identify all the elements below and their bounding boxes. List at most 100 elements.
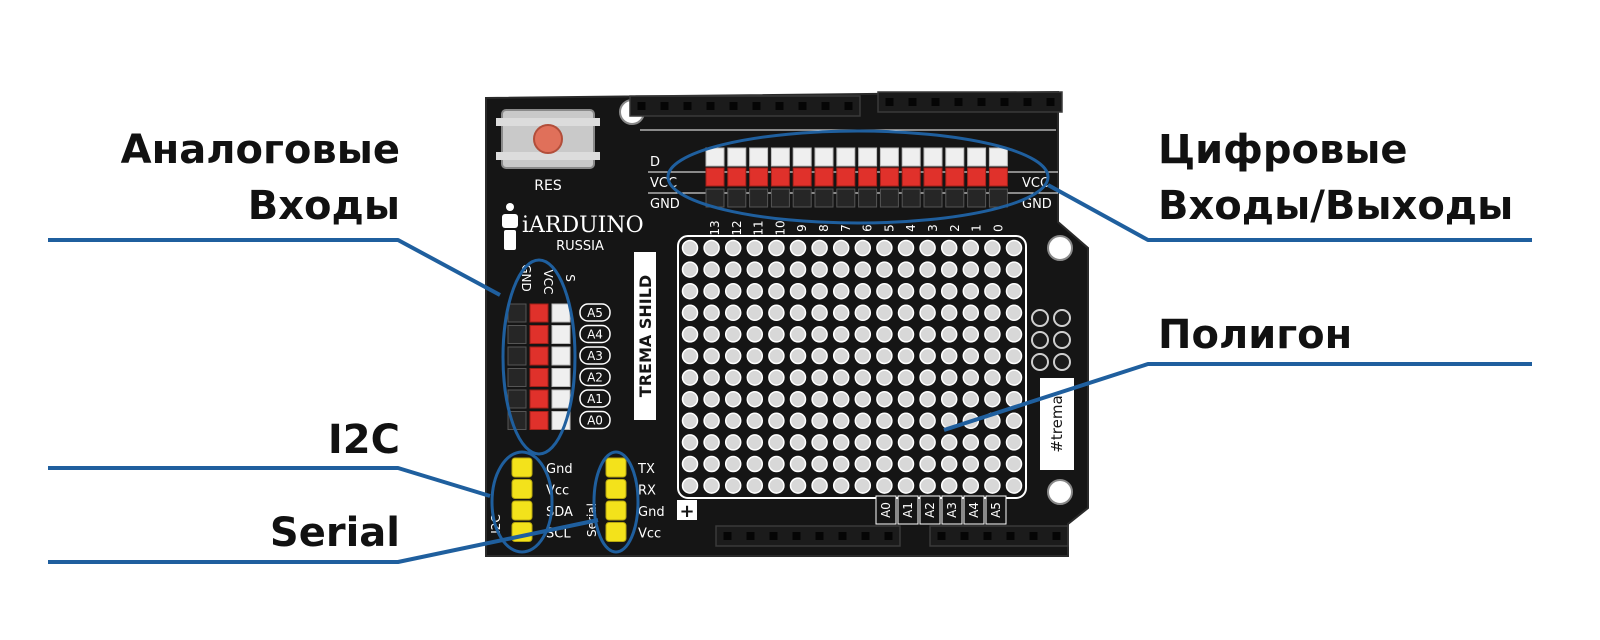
- prototyping-pad: [832, 390, 850, 408]
- prototyping-pad: [919, 477, 936, 494]
- prototyping-pad: [746, 455, 764, 473]
- digital-vcc-pin: [705, 167, 725, 187]
- robot-antenna: [506, 203, 514, 211]
- prototyping-pad: [724, 261, 742, 278]
- prototyping-pad: [832, 347, 850, 365]
- prototyping-pad: [789, 304, 807, 322]
- header-socket: [723, 532, 732, 540]
- digital-vcc-pin: [836, 167, 856, 187]
- prototyping-pad: [962, 455, 980, 473]
- reset-button-cap: [533, 124, 563, 154]
- analog-signal-pin: [551, 389, 571, 409]
- robot-logo-icon: [502, 203, 518, 250]
- digital-gnd-pin: [814, 188, 834, 208]
- prototyping-pad: [919, 369, 936, 386]
- icsp-header: [1031, 309, 1071, 371]
- prototyping-pad: [811, 412, 828, 430]
- prototyping-pad: [854, 455, 872, 473]
- header-socket: [769, 532, 778, 540]
- prototyping-pad: [681, 326, 699, 343]
- digital-pin-label: 7: [839, 224, 853, 232]
- prototyping-pad: [897, 369, 915, 386]
- bottom-header-right: [929, 525, 1069, 547]
- serial-highlight: [592, 450, 640, 554]
- prototyping-pad: [876, 434, 893, 451]
- robot-head: [502, 214, 518, 228]
- prototyping-pad: [724, 477, 742, 494]
- prototyping-pad: [854, 347, 872, 365]
- prototyping-pad: [1005, 455, 1023, 473]
- digital-signal-pin: [814, 147, 834, 167]
- prototyping-pad: [811, 390, 828, 408]
- header-socket: [637, 102, 646, 110]
- proto-analog-pin-label: A5: [989, 502, 1003, 518]
- prototyping-pad: [768, 261, 785, 278]
- prototyping-pad: [724, 239, 742, 257]
- prototyping-pad: [703, 304, 720, 322]
- prototyping-pad: [919, 282, 936, 300]
- prototyping-pad: [876, 390, 893, 408]
- header-socket: [937, 532, 946, 540]
- prototyping-area-label: Полигон: [1158, 312, 1353, 358]
- prototyping-pad: [854, 390, 872, 408]
- reset-button-leg: [496, 152, 600, 160]
- prototyping-pad: [811, 434, 828, 451]
- header-socket: [1029, 532, 1038, 540]
- prototyping-pad: [832, 304, 850, 322]
- header-socket: [861, 532, 870, 540]
- analog-inputs-leader: [48, 238, 501, 297]
- analog-col-signal-label: S: [563, 274, 577, 282]
- icsp-pad: [1053, 331, 1071, 349]
- prototyping-area-leader: [943, 362, 1532, 432]
- analog-pin-label: A4: [587, 328, 603, 342]
- prototyping-pad: [876, 347, 893, 365]
- proto-analog-pin-label: A2: [923, 502, 937, 518]
- prototyping-pad: [876, 326, 893, 343]
- digital-vcc-pin: [727, 167, 747, 187]
- analog-vcc-pin: [529, 303, 549, 323]
- prototyping-pad: [984, 304, 1001, 322]
- prototyping-pad: [897, 477, 915, 494]
- prototyping-pad: [811, 347, 828, 365]
- i2c-highlight: [490, 450, 554, 554]
- proto-analog-pin-label: A1: [901, 502, 915, 518]
- prototyping-pad: [724, 390, 742, 408]
- reset-button-leg: [496, 118, 600, 126]
- prototyping-pad: [854, 434, 872, 451]
- prototyping-pad: [876, 239, 893, 257]
- prototyping-pad: [876, 282, 893, 300]
- prototyping-pad: [789, 369, 807, 386]
- header-socket: [729, 102, 738, 110]
- prototyping-pad: [703, 239, 720, 257]
- digital-vcc-pin: [967, 167, 987, 187]
- prototyping-pad: [897, 239, 915, 257]
- prototyping-pad: [681, 239, 699, 257]
- proto-analog-pin-box: [985, 495, 1007, 525]
- proto-analog-pin-box: [963, 495, 985, 525]
- prototyping-pad: [897, 434, 915, 451]
- prototyping-grid-border: [677, 235, 1027, 499]
- prototyping-pad: [962, 369, 980, 386]
- prototyping-pad: [876, 412, 893, 430]
- prototyping-pad: [919, 390, 936, 408]
- prototyping-pad: [681, 369, 699, 386]
- prototyping-pad: [962, 282, 980, 300]
- prototyping-pad: [681, 390, 699, 408]
- digital-gnd-pin: [836, 188, 856, 208]
- serial-pin: [605, 479, 627, 499]
- header-socket: [844, 102, 853, 110]
- header-body: [715, 525, 901, 547]
- brand-name: iARDUINO: [522, 213, 644, 238]
- digital-gnd-pin: [770, 188, 790, 208]
- prototyping-pad: [703, 326, 720, 343]
- prototyping-pad: [919, 412, 936, 430]
- prototyping-pad: [703, 477, 720, 494]
- digital-io-leader: [1047, 183, 1532, 242]
- prototyping-pad: [703, 261, 720, 278]
- top-header-left: [629, 95, 861, 117]
- prototyping-pad: [854, 261, 872, 278]
- prototyping-pad: [681, 412, 699, 430]
- side-tag-label: #trema: [1048, 395, 1066, 452]
- model-label: TREMA SHILD: [636, 275, 655, 397]
